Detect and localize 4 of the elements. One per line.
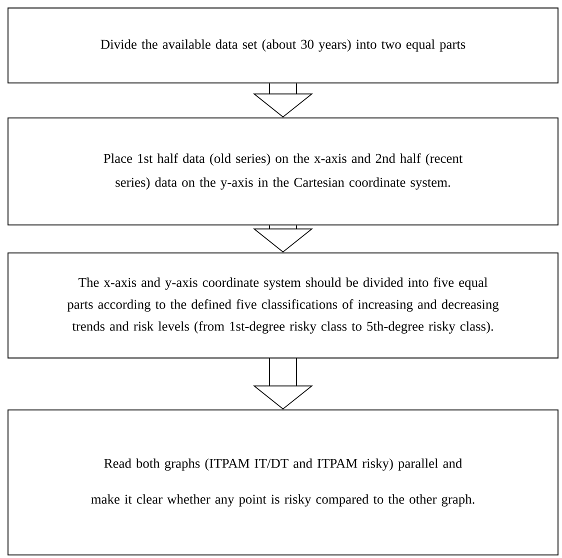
process-box: Read both graphs (ITPAM IT/DT and ITPAM risky) parallel and make it clear whether any point is risky compared to the other graph. [8,410,558,556]
process-box: Place 1st half data (old series) on the x-axis and 2nd half (recent series) data on the y-axis in the Cartesian coordinate system. [8,118,558,226]
process-box: Divide the available data set (about 30 years) into two equal parts [8,8,558,84]
process-box: The x-axis and y-axis coordinate system should be divided into five equal parts according to the defined five classifications of increasing and decreasing trends and risk levels (from 1st-degree risky class to 5th-degree risky class). [8,252,558,358]
